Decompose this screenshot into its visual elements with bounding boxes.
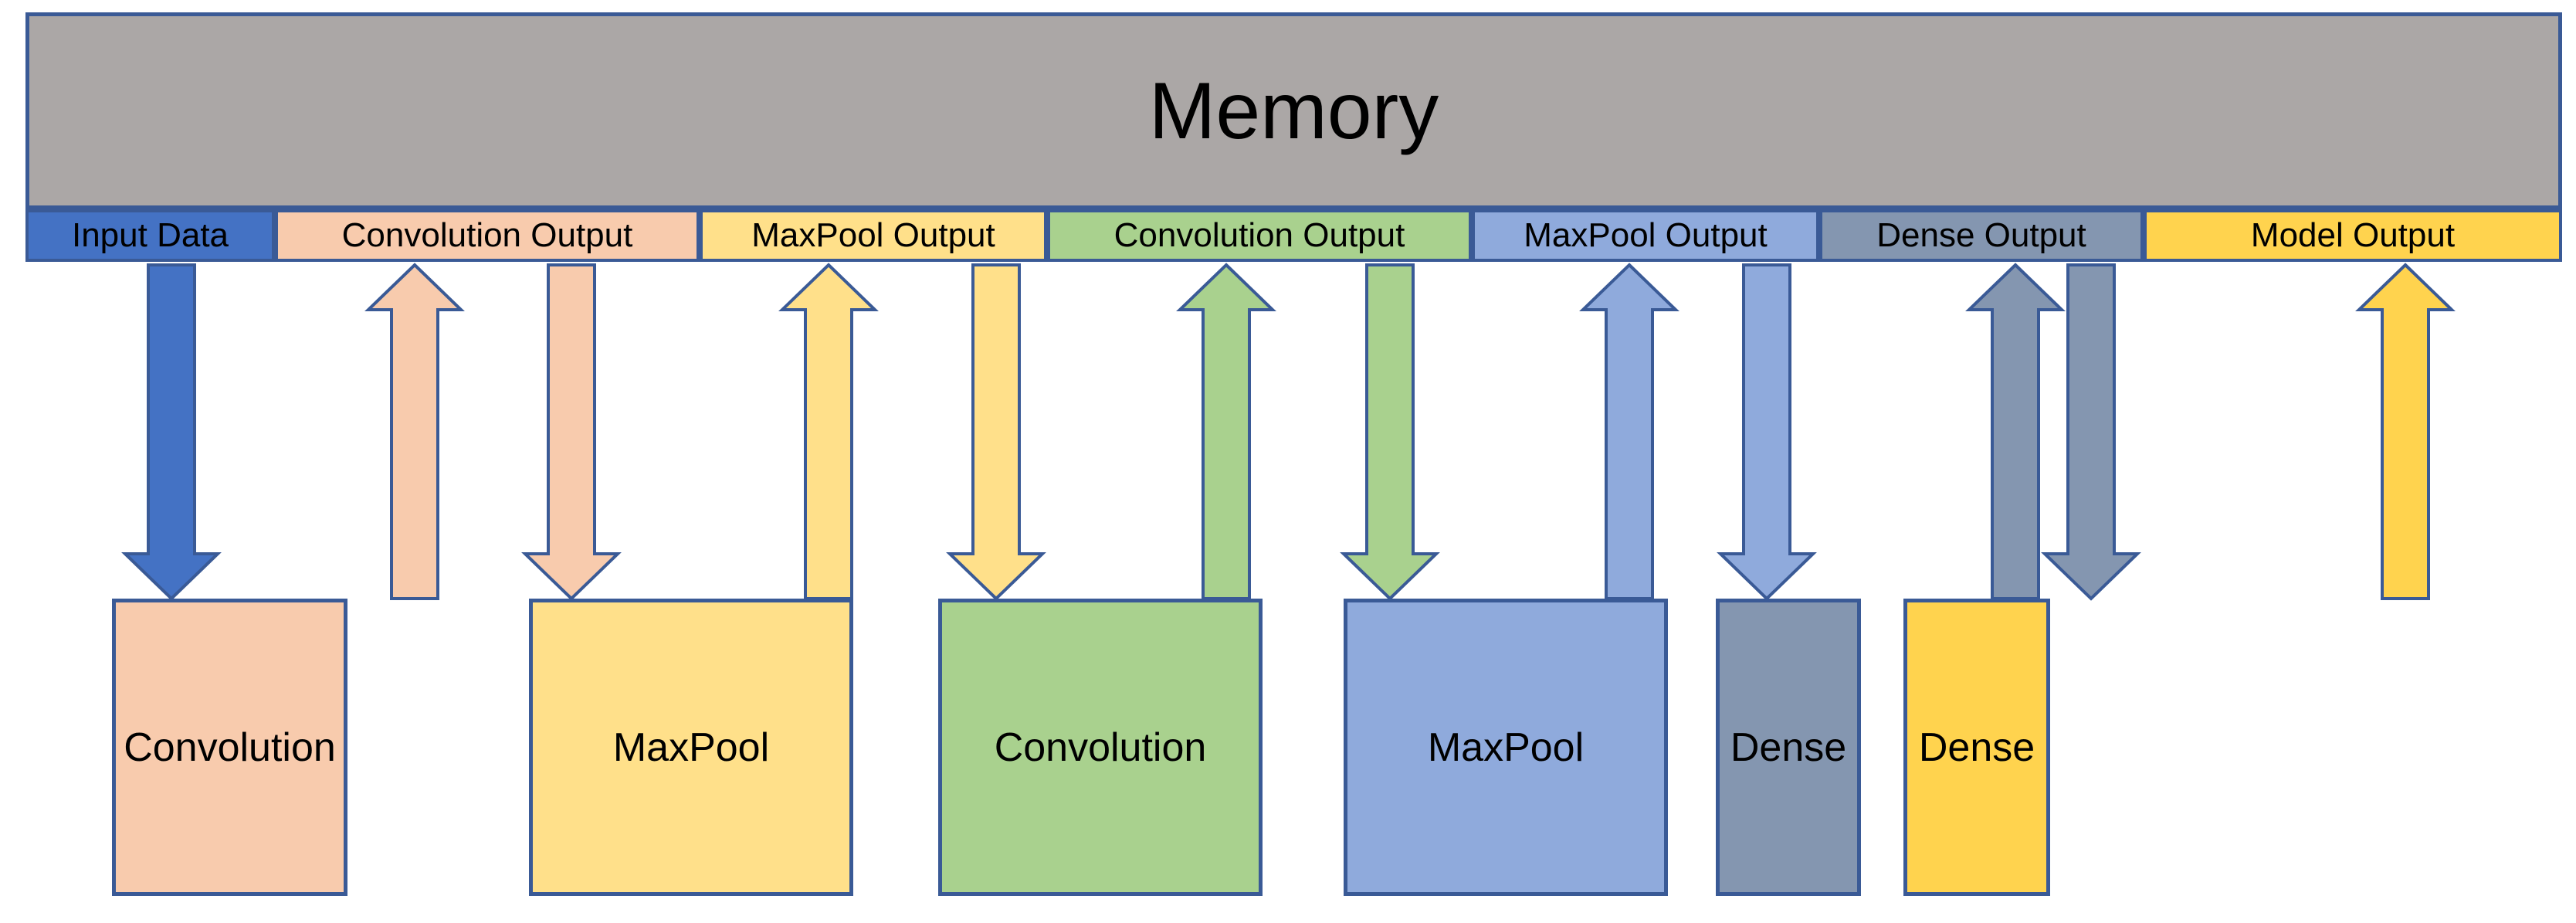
memory-slot-label: Model Output (2250, 216, 2456, 254)
arrow-down-icon (2041, 263, 2141, 601)
processor-box[interactable]: MaxPool (529, 599, 853, 896)
processor-label: MaxPool (1427, 724, 1585, 770)
processor-box[interactable]: Dense (1716, 599, 1861, 896)
memory-title: Memory (1148, 66, 1439, 156)
memory-slot[interactable]: MaxPool Output (1472, 209, 1819, 262)
arrow-up-icon (1176, 263, 1276, 600)
memory-block: Memory (25, 12, 2562, 209)
processor-box[interactable]: Convolution (112, 599, 347, 896)
processor-box[interactable]: Convolution (938, 599, 1263, 896)
memory-slot-label: Dense Output (1876, 216, 2086, 254)
processor-label: Convolution (994, 724, 1207, 770)
memory-slot-label: Convolution Output (341, 216, 633, 254)
arrow-down-icon (121, 263, 222, 601)
memory-slot[interactable]: Convolution Output (275, 209, 700, 262)
memory-slot[interactable]: Model Output (2144, 209, 2562, 262)
memory-slot-label: Convolution Output (1113, 216, 1405, 254)
arrow-down-icon (1340, 263, 1440, 601)
arrow-up-icon (778, 263, 879, 600)
memory-slot[interactable]: Input Data (25, 209, 275, 262)
arrow-down-icon (1717, 263, 1817, 601)
memory-slot-label: MaxPool Output (751, 216, 995, 254)
memory-slot-label: MaxPool Output (1524, 216, 1768, 254)
arrow-up-icon (2355, 263, 2456, 600)
memory-slot[interactable]: Convolution Output (1047, 209, 1472, 262)
processor-label: MaxPool (612, 724, 770, 770)
processor-label: Dense (1918, 724, 2035, 770)
memory-slot-row: Input Data Convolution Output MaxPool Outp… (25, 209, 2562, 262)
memory-slot[interactable]: Dense Output (1819, 209, 2144, 262)
memory-slot[interactable]: MaxPool Output (700, 209, 1047, 262)
arrow-up-icon (364, 263, 465, 600)
processor-box[interactable]: Dense (1903, 599, 2050, 896)
processor-box[interactable]: MaxPool (1344, 599, 1668, 896)
arrow-up-icon (1579, 263, 1679, 600)
arrow-down-icon (946, 263, 1046, 601)
memory-slot-label: Input Data (71, 216, 229, 254)
processor-label: Convolution (124, 724, 336, 770)
processor-label: Dense (1730, 724, 1847, 770)
arrow-down-icon (521, 263, 622, 601)
